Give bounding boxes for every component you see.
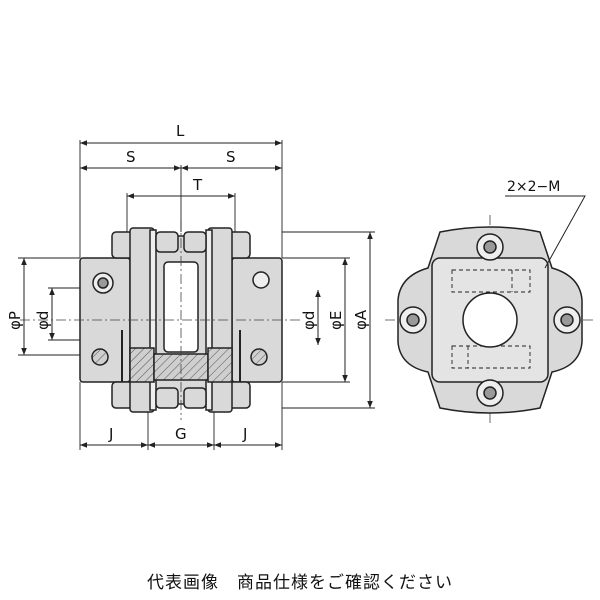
label-J-right: J — [242, 425, 247, 443]
end-view — [397, 226, 583, 414]
hub-screw-lower-right — [250, 348, 268, 366]
label-T: T — [192, 176, 203, 194]
label-G: G — [175, 425, 187, 443]
hub-screw-upper-right — [252, 271, 270, 289]
caption: 代表画像 商品仕様をご確認ください — [147, 573, 453, 593]
hub-screw-lower-left — [91, 348, 109, 366]
label-S-left: S — [126, 148, 136, 166]
section-hatch-right — [207, 347, 233, 383]
label-bolt-note: 2×2−M — [507, 179, 560, 195]
bolt-leader — [505, 195, 586, 269]
label-phiA: φA — [352, 309, 370, 330]
label-J-left: J — [108, 425, 113, 443]
label-phiP: φP — [6, 311, 24, 330]
label-phid-right: φd — [300, 311, 318, 330]
label-phid-left: φd — [34, 311, 52, 330]
section-hatch-left — [129, 347, 155, 383]
label-phiE: φE — [327, 311, 345, 330]
label-S-right: S — [226, 148, 236, 166]
bore — [462, 292, 518, 348]
label-L: L — [176, 122, 185, 140]
